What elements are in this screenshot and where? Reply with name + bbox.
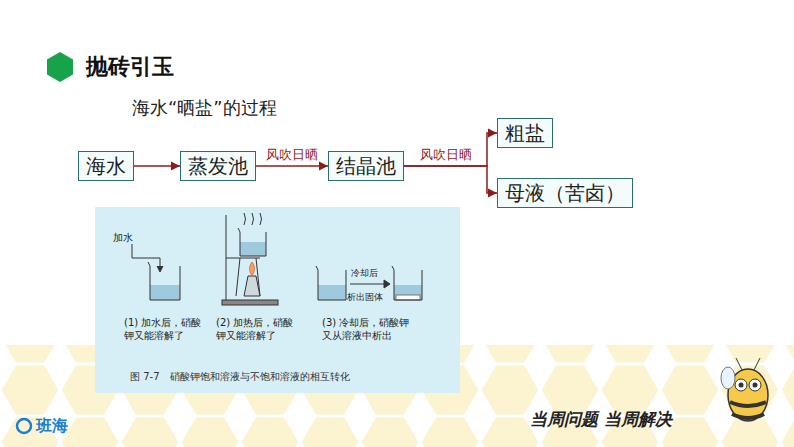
figure-text: 冷却后	[351, 267, 378, 280]
flow-arrow	[404, 166, 497, 198]
flow-arrow	[134, 162, 180, 171]
process-box: 结晶池	[328, 151, 404, 181]
subtitle: 海水“晒盐”的过程	[132, 96, 277, 120]
figure-caption: 图 7-7 硝酸钾饱和溶液与不饱和溶液的相互转化	[130, 370, 350, 384]
process-box: 粗盐	[497, 118, 553, 148]
title-hexagon	[47, 52, 73, 82]
beaker-1	[132, 244, 180, 300]
slogan: 当周问题 当周解决	[530, 408, 672, 431]
bee-mascot	[721, 358, 768, 421]
figure-text: 加水	[113, 231, 133, 245]
box-text: 蒸发池	[188, 154, 248, 178]
illustration-panel	[95, 207, 460, 393]
figure-text: (3) 冷却后，硝酸钾又从溶液中析出	[322, 316, 410, 342]
edge-label: 风吹日晒	[419, 146, 473, 164]
box-text: 结晶池	[336, 154, 396, 178]
slide-title: 抛砖引玉	[86, 52, 174, 82]
box-text: 母液（苦卤）	[505, 181, 625, 205]
process-box: 海水	[78, 151, 134, 181]
logo-mark	[17, 419, 31, 433]
figure-text: (1) 加水后，硝酸钾又能溶解了	[124, 316, 206, 342]
heating-setup	[222, 213, 278, 305]
box-text: 海水	[86, 154, 126, 178]
figure-text: (2) 加热后，硝酸钾又能溶解了	[216, 316, 298, 342]
box-text: 粗盐	[505, 121, 545, 145]
process-box: 蒸发池	[180, 151, 256, 181]
edge-label: 风吹日晒	[265, 146, 319, 164]
process-box: 母液（苦卤）	[497, 178, 633, 208]
figure-text: 析出固体	[347, 291, 383, 304]
flow-arrow	[404, 129, 497, 167]
logo-text: 班海	[36, 416, 68, 437]
